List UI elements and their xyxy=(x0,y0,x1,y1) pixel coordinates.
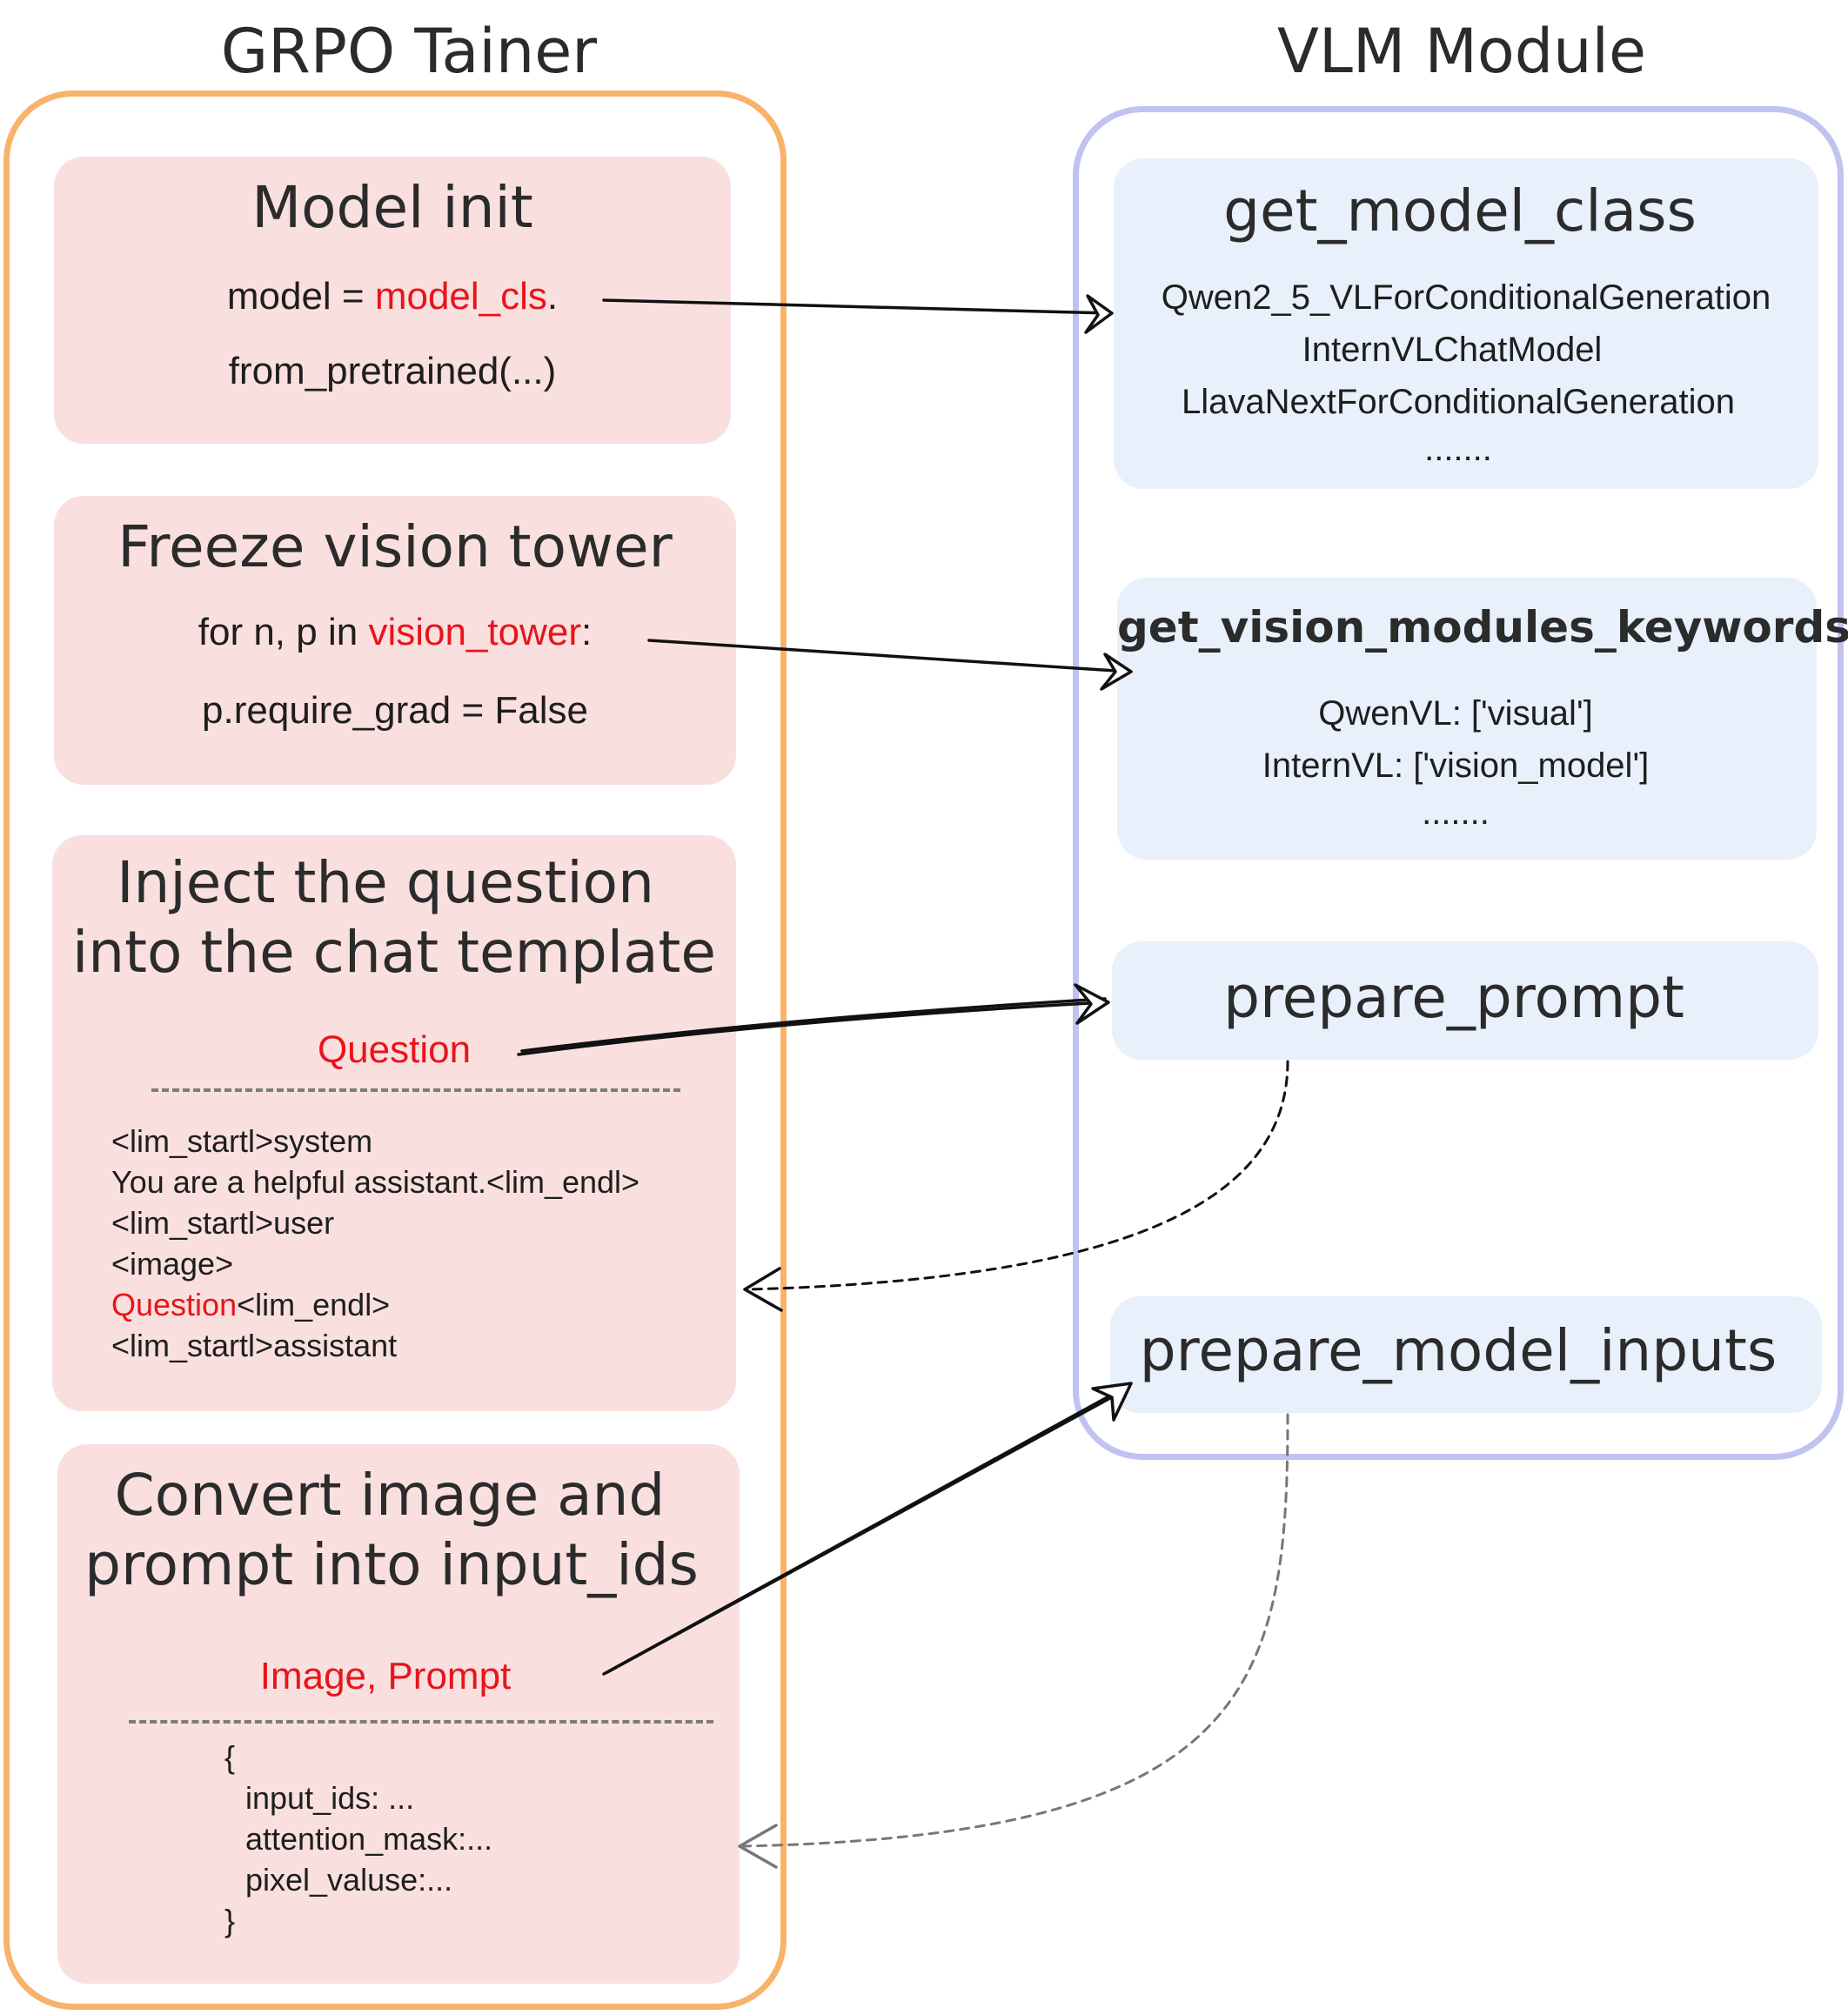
arrow-model-cls-to-get-model-class xyxy=(602,298,1112,315)
arrowhead-get-model-class xyxy=(1084,294,1114,334)
return-arrowhead-model-inputs xyxy=(738,1824,778,1869)
template-line: Question<lim_endl> xyxy=(111,1284,639,1325)
convert-input-ids-box: Convert image and prompt into input_ids … xyxy=(57,1444,740,1984)
inject-separator xyxy=(151,1088,680,1092)
convert-title-line2: prompt into input_ids xyxy=(84,1531,699,1598)
vlm-module-title: VLM Module xyxy=(1276,16,1647,87)
chat-template: <lim_startl>system You are a helpful ass… xyxy=(111,1121,639,1366)
arrow-question-to-prepare-prompt xyxy=(517,1001,1108,1056)
freeze-vision-tower-box: Freeze vision tower for n, p in vision_t… xyxy=(54,496,736,785)
vision-keyword-item: InternVL: ['vision_model'] xyxy=(1262,746,1650,785)
vision-tower-highlight: vision_tower xyxy=(368,611,581,653)
grpo-trainer-container xyxy=(3,90,787,2010)
output-line: input_ids: ... xyxy=(245,1780,415,1816)
model-class-item: Qwen2_5_VLForConditionalGeneration xyxy=(1161,278,1771,317)
freeze-vision-tower-title: Freeze vision tower xyxy=(117,513,673,580)
output-line: } xyxy=(224,1903,236,1938)
output-line: attention_mask:... xyxy=(245,1821,493,1857)
arrow-vision-tower-to-keywords xyxy=(647,639,1131,673)
template-line: <lim_startl>system xyxy=(111,1123,373,1159)
dashed-return-prepare-prompt xyxy=(747,1060,1289,1291)
vision-keyword-item: ....... xyxy=(1422,793,1490,832)
prepare-prompt-title: prepare_prompt xyxy=(1223,964,1684,1031)
get-model-class-title: get_model_class xyxy=(1223,177,1697,244)
model-init-line1: model = model_cls. xyxy=(54,275,731,318)
model-cls-highlight: model_cls xyxy=(374,275,547,318)
template-line: You are a helpful assistant.<lim_endl> xyxy=(111,1164,640,1200)
return-arrowhead-chat-template xyxy=(743,1267,783,1312)
image-prompt-input-label: Image, Prompt xyxy=(259,1655,512,1697)
freeze-line1-suffix: : xyxy=(581,611,593,653)
model-class-item: InternVLChatModel xyxy=(1302,331,1603,369)
freeze-line1: for n, p in vision_tower: xyxy=(54,611,736,654)
inject-title-line2: into the chat template xyxy=(71,919,717,986)
template-question-suffix: <lim_endl> xyxy=(237,1287,391,1322)
model-class-item: LlavaNextForConditionalGeneration xyxy=(1182,383,1735,421)
freeze-line1-prefix: for n, p in xyxy=(198,611,369,653)
vlm-module-container xyxy=(1073,106,1844,1460)
model-init-line1-suffix: . xyxy=(546,275,559,318)
template-line: <image> xyxy=(111,1246,234,1282)
convert-title-line1: Convert image and xyxy=(114,1462,666,1529)
get-model-class-box: get_model_class Qwen2_5_VLForConditional… xyxy=(1114,158,1818,489)
prepare-prompt-box: prepare_prompt xyxy=(1112,941,1818,1060)
question-input-label: Question xyxy=(317,1028,472,1071)
dashed-return-prepare-model-inputs xyxy=(740,1413,1289,1848)
prepare-model-inputs-title: prepare_model_inputs xyxy=(1139,1317,1778,1384)
grpo-trainer-title: GRPO Tainer xyxy=(220,16,598,87)
model-inputs-output: { input_ids: ... attention_mask:... pixe… xyxy=(224,1737,492,1941)
vision-keyword-item: QwenVL: ['visual'] xyxy=(1318,694,1593,733)
arrowhead-keywords xyxy=(1100,653,1133,691)
output-line: { xyxy=(224,1739,236,1775)
template-line: <lim_startl>assistant xyxy=(111,1328,398,1363)
model-init-line2: from_pretrained(...) xyxy=(228,350,557,392)
convert-separator xyxy=(129,1720,713,1724)
freeze-line2: p.require_grad = False xyxy=(202,689,588,732)
get-vision-modules-keywords-box: get_vision_modules_keywords QwenVL: ['vi… xyxy=(1117,578,1848,860)
prepare-model-inputs-box: prepare_model_inputs xyxy=(1110,1296,1822,1413)
model-init-line1-prefix: model = xyxy=(226,275,375,318)
arrowhead-prepare-prompt xyxy=(1074,983,1110,1025)
template-question-highlight: Question xyxy=(111,1287,238,1322)
inject-question-box: Inject the question into the chat templa… xyxy=(52,835,736,1411)
output-line: pixel_valuse:... xyxy=(245,1862,453,1898)
inject-title-line1: Inject the question xyxy=(117,849,654,916)
model-init-title: Model init xyxy=(251,174,533,241)
arrowhead-prepare-model-inputs xyxy=(1091,1382,1133,1422)
template-line: <lim_startl>user xyxy=(111,1205,335,1241)
model-class-item: ....... xyxy=(1424,430,1492,468)
get-vision-modules-keywords-title: get_vision_modules_keywords xyxy=(1117,602,1848,653)
